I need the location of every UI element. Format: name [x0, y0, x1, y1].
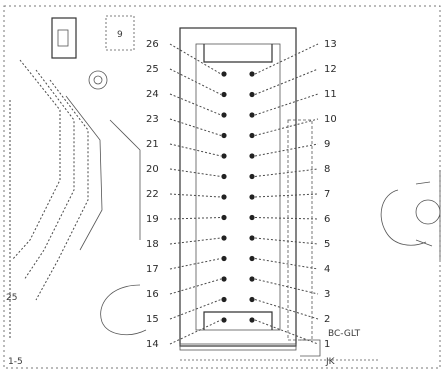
pin-label-right: 5: [324, 239, 330, 250]
bottom-left-label: 1-5: [8, 357, 23, 367]
pin-pad-right: [249, 296, 255, 303]
pin-pad-right: [249, 91, 255, 98]
left-edge-label: 25: [6, 293, 17, 303]
pin-leader-left: [169, 143, 222, 157]
pin-pad-right: [249, 194, 255, 200]
pin-pad-right: [249, 71, 255, 77]
pin-label-left: 19: [146, 214, 159, 225]
pin-leader-left: [169, 217, 222, 220]
pin-pad-right: [249, 235, 255, 241]
pin-pad-left: [221, 71, 227, 77]
left-traces: 25: [6, 59, 141, 340]
pin-label-right: 12: [324, 64, 337, 75]
connector-body: [179, 27, 297, 351]
pin-label-right: 11: [324, 89, 337, 100]
pin-pad-right: [249, 173, 255, 180]
pin-leader-left: [169, 193, 222, 198]
pin-leader-left: [169, 278, 222, 295]
pin-label-right: 8: [324, 164, 330, 175]
pin-leader-left: [169, 258, 222, 270]
pin-pad-right: [249, 112, 255, 118]
pin-pad-left: [221, 153, 227, 159]
pin-label-left: 14: [146, 339, 159, 350]
pin-pad-left: [221, 296, 227, 303]
pin-label-left: 20: [146, 164, 159, 175]
pin-label-left: 17: [146, 264, 159, 275]
board-outline: [3, 5, 441, 369]
top-left-part-label: 9: [117, 30, 123, 40]
pin-leader-right: [254, 258, 319, 270]
pin-label-left: 21: [146, 139, 159, 150]
pin-pad-left: [221, 317, 227, 323]
pin-label-right: 1: [324, 339, 330, 350]
pin-leader-right: [254, 118, 319, 136]
pin-pad-right: [249, 214, 255, 221]
pin-pad-left: [221, 194, 227, 200]
pin-label-right: 13: [324, 39, 337, 50]
pin-pad-right: [249, 255, 255, 262]
pin-label-left: 22: [146, 189, 159, 200]
pin-pad-left: [221, 276, 227, 282]
pin-leader-right: [254, 193, 319, 198]
pin-label-left: 25: [146, 64, 159, 75]
pin-leader-left: [169, 299, 222, 320]
pin-pad-right: [249, 153, 255, 159]
pin-label-right: 10: [324, 114, 337, 125]
pin-label-left: 26: [146, 39, 159, 50]
pin-label-right: 7: [324, 189, 330, 200]
pin-leader-left: [169, 168, 222, 177]
pin-leader-right: [254, 217, 319, 220]
bottom-left-arc: [100, 284, 147, 336]
pin-label-right: 3: [324, 289, 330, 300]
pin-pad-left: [221, 214, 227, 221]
pin-pad-left: [221, 255, 227, 262]
pin-label-right: 9: [324, 139, 330, 150]
pin-pad-left: [221, 235, 227, 241]
pin-leader-left: [169, 237, 222, 245]
pin-label-right: 4: [324, 264, 330, 275]
pin-pad-right: [249, 132, 255, 139]
pin-leader-right: [254, 299, 319, 320]
pin-leader-left: [169, 319, 222, 345]
pin-label-left: 16: [146, 289, 159, 300]
pin-label-left: 24: [146, 89, 159, 100]
pin-leader-right: [254, 43, 319, 75]
pin-leader-left: [169, 93, 222, 116]
pin-leader-right: [254, 93, 319, 116]
pin-leader-left: [169, 68, 222, 95]
pin-leader-right: [254, 143, 319, 157]
pin-label-left: 23: [146, 114, 159, 125]
pin-label-right: 6: [324, 214, 330, 225]
pin-leader-left: [169, 118, 222, 136]
top-left-components: 9: [51, 15, 135, 90]
pin-leader-right: [254, 68, 319, 95]
board-note: BC-GLT: [328, 329, 361, 339]
pin-leader-left: [169, 43, 222, 75]
pin-pad-right: [249, 317, 255, 323]
pin-pad-left: [221, 173, 227, 180]
pin-leader-right: [254, 237, 319, 245]
pin-leader-right: [254, 278, 319, 295]
bottom-right-label: JK: [325, 357, 336, 367]
pin-pad-left: [221, 112, 227, 118]
pin-pad-left: [221, 91, 227, 98]
pin-leader-right: [254, 168, 319, 177]
right-side-components: BC-GLT JK: [287, 119, 441, 367]
pin-label-left: 18: [146, 239, 159, 250]
pin-label-right: 2: [324, 314, 330, 325]
pin-pad-left: [221, 132, 227, 139]
pin-pad-right: [249, 276, 255, 282]
pin-label-left: 15: [146, 314, 159, 325]
